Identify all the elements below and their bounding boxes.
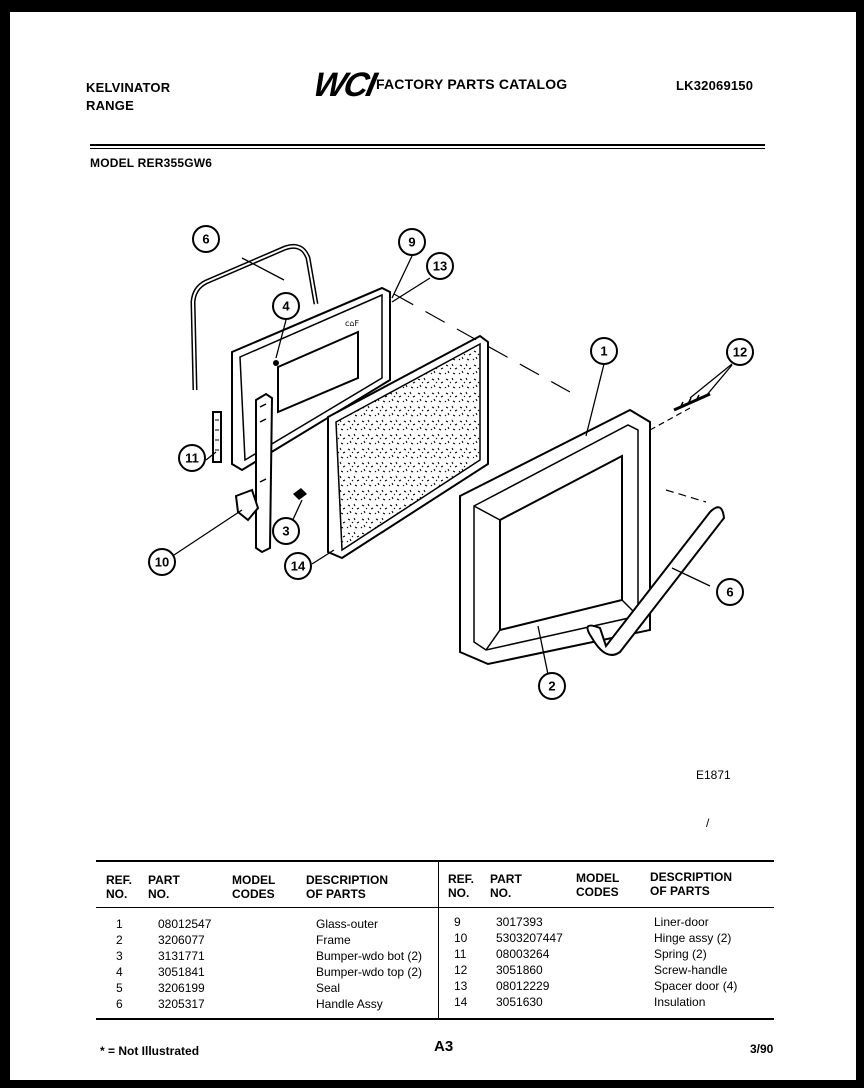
table-rule-header [96, 907, 774, 908]
table-divider [438, 862, 439, 1018]
svg-text:c⌂F: c⌂F [345, 319, 359, 328]
table-rule-top [96, 860, 774, 862]
catalog-page: KELVINATOR RANGE WCI FACTORY PARTS CATAL… [10, 12, 856, 1080]
col-ref-head-right: REF.NO. [448, 872, 475, 900]
callout-2: 2 [548, 679, 555, 694]
callout-markers [148, 225, 754, 700]
header-rule-bottom [90, 148, 765, 149]
figure-mark: / [706, 816, 710, 830]
product-type: RANGE [86, 98, 134, 113]
bumper-bottom [293, 488, 307, 500]
callout-11: 11 [185, 451, 199, 466]
brand-name: KELVINATOR [86, 80, 171, 95]
catalog-number: LK32069150 [676, 78, 754, 93]
model-label: MODEL RER355GW6 [90, 156, 213, 170]
hinge-assembly [255, 392, 274, 554]
callout-10: 10 [155, 555, 169, 570]
table-rule-bottom [96, 1018, 774, 1020]
callout-3: 3 [282, 524, 289, 539]
catalog-title: FACTORY PARTS CATALOG [376, 76, 568, 92]
callout-5: 6 [202, 232, 209, 247]
callout-6: 6 [726, 585, 733, 600]
liner-window [277, 330, 359, 414]
callout-12: 12 [733, 345, 747, 360]
header-rule-top [90, 144, 765, 146]
col-ref-head: REF.NO. [106, 873, 133, 901]
handle-assembly [586, 506, 726, 656]
bumper-top [273, 360, 279, 366]
callout-14: 14 [291, 559, 306, 574]
callout-1: 1 [600, 344, 607, 359]
callout-4: 4 [282, 299, 290, 314]
revision-date: 3/90 [750, 1042, 774, 1056]
figure-code: E1871 [696, 768, 731, 782]
exploded-door-diagram: c⌂F [148, 225, 754, 700]
page-number: A3 [434, 1038, 454, 1055]
callout-9: 9 [408, 235, 415, 250]
not-illustrated-note: * = Not Illustrated [100, 1044, 200, 1058]
callout-13: 13 [433, 259, 447, 274]
spring [212, 411, 222, 463]
